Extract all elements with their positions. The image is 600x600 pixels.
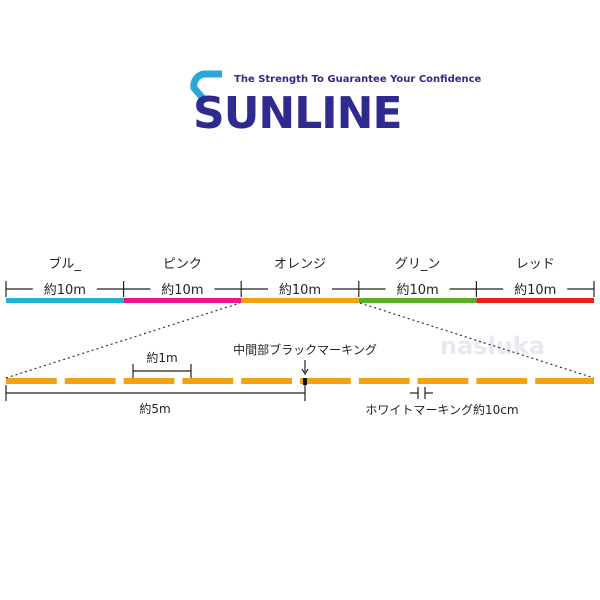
segment-color-name: レッド — [516, 257, 555, 272]
line-dash — [241, 378, 292, 384]
segment-color-name: ピンク — [163, 257, 202, 272]
line-dash — [300, 378, 351, 384]
line-dash — [182, 378, 234, 384]
color-bar — [123, 298, 242, 303]
segment-length-label: 約10m — [161, 283, 203, 298]
logo-tagline: The Strength To Guarantee Your Confidenc… — [234, 74, 482, 85]
watermark: nasluka — [440, 332, 545, 360]
zoom-guide-left — [5, 302, 241, 379]
white-marking-indicator — [410, 387, 433, 399]
black-marking — [303, 378, 307, 385]
five-meter-bracket — [5, 385, 306, 401]
segment-length-label: 約10m — [396, 283, 438, 298]
black-marking-label: 中間部ブラックマーキング — [233, 342, 377, 357]
segment-color-name: グリ_ン — [395, 257, 441, 272]
label-backdrop — [150, 280, 215, 296]
label-backdrop — [32, 280, 97, 296]
one-meter-bracket — [132, 364, 192, 378]
line-dash — [6, 378, 57, 384]
white-marking-label: ホワイトマーキング約10cm — [365, 402, 518, 417]
sunline-logo: The Strength To Guarantee Your Confidenc… — [190, 70, 482, 139]
line-dash — [123, 378, 175, 384]
segment-color-name: ブル_ — [49, 256, 82, 272]
line-dash — [476, 378, 528, 384]
line-dash — [358, 378, 410, 384]
logo-swoosh-icon — [190, 70, 222, 105]
color-bar — [476, 298, 594, 303]
five-meter-label: 約5m — [139, 401, 170, 416]
segment-length-label: 約10m — [514, 283, 556, 298]
segment-color-name: オレンジ — [274, 257, 326, 272]
zoom-guide-right — [359, 302, 595, 379]
line-dash — [535, 378, 594, 384]
line-dash — [417, 378, 469, 384]
color-bar — [6, 298, 124, 303]
segment-length-label: 約10m — [279, 283, 321, 298]
arrow-down-icon — [301, 360, 309, 376]
segment-length-label: 約10m — [44, 283, 86, 298]
one-meter-label: 約1m — [146, 350, 177, 365]
label-backdrop — [385, 280, 450, 296]
color-bar — [358, 298, 477, 303]
label-backdrop — [503, 280, 568, 296]
line-dash — [64, 378, 116, 384]
color-bar — [241, 298, 359, 303]
color-segment: ブル_ 約10m — [5, 256, 124, 303]
label-backdrop — [268, 280, 332, 296]
logo-wordmark: SUNLINE — [193, 88, 402, 139]
